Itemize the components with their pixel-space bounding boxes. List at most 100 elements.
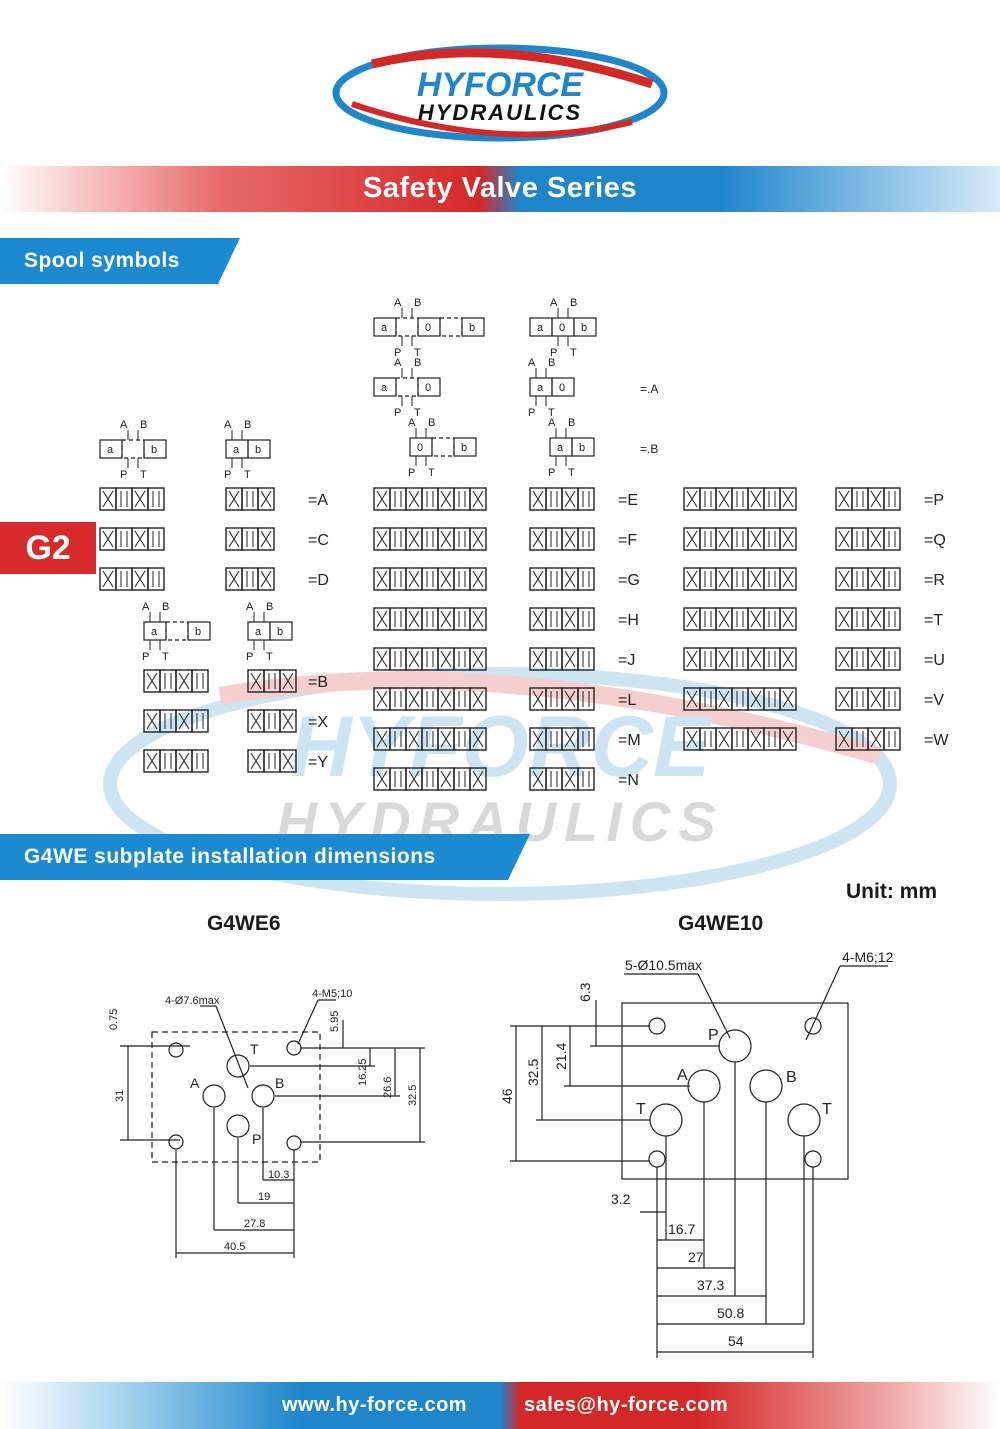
spool-row-lower-short-cell [279, 709, 297, 733]
port-label-a: A [246, 601, 254, 613]
spool-row-middle-cell [453, 647, 471, 671]
spool-row-right-flow [750, 570, 762, 588]
g4we10-dim-v1: 6.3 [577, 982, 593, 1002]
valve-envelope-label: a [381, 322, 388, 334]
g4we10-dim-h4: 37.3 [697, 1277, 724, 1293]
spool-row-right-flow [718, 730, 730, 748]
g4we10-drawing [510, 965, 888, 1358]
spool-code-c: =C [308, 532, 329, 549]
spool-row-middle-cell [453, 607, 471, 631]
spool-row-right-short-cell [883, 487, 901, 511]
spool-code-m: =M [618, 732, 641, 749]
spool-row-middle-flow [440, 530, 452, 548]
spool-row-middle-flow [440, 610, 452, 628]
port-label-a: A [394, 357, 402, 369]
spool-row-middle-flow [472, 530, 484, 548]
spool-row-lower-flow [178, 672, 190, 690]
spool-row-middle-flow [472, 570, 484, 588]
spool-row-left-short-cell [257, 487, 275, 511]
g4we6-port-b [251, 1084, 275, 1108]
website-link[interactable]: www.hy-force.com [282, 1394, 468, 1416]
valve-envelope [431, 437, 455, 457]
spool-row-right-short-flow [870, 530, 882, 548]
spool-row-middle-cell [421, 487, 439, 511]
spool-row-right-flow [782, 730, 794, 748]
spool-row-right-short-cell [883, 567, 901, 591]
spool-row-middle-short-cell [545, 687, 563, 711]
banner-title: Safety Valve Series [363, 172, 637, 204]
spool-row-right-cell [699, 527, 717, 551]
spool-row-lower-flow [178, 752, 190, 770]
port-label-p: P [528, 407, 535, 419]
spool-row-left-short-flow [260, 570, 272, 588]
spool-row-middle-short-cell [577, 487, 595, 511]
port-label-p: P [408, 467, 415, 479]
email-link[interactable]: sales@hy-force.com [524, 1394, 729, 1416]
port-label-p: P [394, 347, 401, 359]
spool-row-right-short-flow [870, 490, 882, 508]
spool-row-middle-short-flow [532, 650, 544, 668]
spool-row-right-flow [686, 490, 698, 508]
spool-row-middle-short-flow [532, 730, 544, 748]
spool-row-right-cell [763, 727, 781, 751]
spool-row-right-cell [779, 567, 797, 591]
g4we10-port-a [687, 1069, 721, 1103]
valve-envelope-label: b [277, 626, 283, 638]
spool-row-middle-flow [440, 650, 452, 668]
spool-row-right-short-cell [851, 487, 869, 511]
g4we10-callout-holes: 5-Ø10.5max [625, 957, 702, 973]
spool-row-middle-flow [472, 650, 484, 668]
spool-row-middle-flow [408, 490, 420, 508]
footer-bar: www.hy-force.com sales@hy-force.com [0, 1382, 1000, 1429]
g4we10-hole [648, 1017, 666, 1035]
valve-envelope-label: a [151, 626, 158, 638]
spool-row-right-flow [686, 530, 698, 548]
spool-row-middle-short-cell [545, 647, 563, 671]
spool-row-left-short-flow [228, 490, 240, 508]
g4we10-dim-v2: 21.4 [553, 1043, 569, 1070]
spool-code-q: =Q [924, 532, 946, 549]
g4we10-hole [804, 1017, 822, 1035]
spool-row-lower-cell [191, 669, 209, 693]
spool-row-middle-flow [472, 730, 484, 748]
g4we6-port-t [226, 1054, 250, 1078]
spool-row-lower-short-flow [282, 712, 294, 730]
spool-row-middle-flow [472, 610, 484, 628]
spool-row-middle-short-flow [564, 490, 576, 508]
spool-code-u: =U [924, 652, 945, 669]
port-label-a: A [408, 417, 416, 429]
spool-row-right-cell [731, 727, 749, 751]
spool-row-left-short-flow [228, 570, 240, 588]
spool-row-left-flow [134, 570, 146, 588]
spool-row-middle-flow [472, 770, 484, 788]
port-label-t: T [414, 347, 421, 359]
g4we10-port-t1 [649, 1103, 683, 1137]
spool-row-left-cell [147, 567, 165, 591]
spool-row-left-cell [115, 567, 133, 591]
valve-envelope [395, 317, 419, 337]
spool-row-middle-cell [421, 687, 439, 711]
valve-envelope-label: b [461, 442, 467, 454]
spool-row-middle-cell [421, 647, 439, 671]
g4we10-dim-h6: 54 [728, 1333, 744, 1349]
watermark-line1: HYFORCE [290, 699, 713, 795]
g4we6-port-b-label: B [275, 1075, 284, 1091]
spool-row-lower-flow [146, 672, 158, 690]
spool-row-middle-cell [389, 647, 407, 671]
g4we6-dim-v4: 26.6 [382, 1077, 394, 1098]
spool-row-lower-short-cell [279, 669, 297, 693]
g4we6-callout-thread: 4-M5;10 [312, 988, 352, 1000]
spool-row-middle-flow [376, 530, 388, 548]
g4we6-dim-v5: 32.5 [407, 1085, 419, 1106]
spool-row-middle-flow [408, 610, 420, 628]
g4we10-dim-h3: 27 [688, 1249, 704, 1265]
port-label-t: T [568, 467, 575, 479]
spool-row-middle-short-cell [577, 727, 595, 751]
spool-row-left-short-flow [260, 490, 272, 508]
port-label-t: T [140, 469, 147, 481]
valve-envelope-label: a [381, 382, 388, 394]
valve-envelope [551, 377, 575, 397]
g4we6-port-p-label: P [252, 1131, 261, 1147]
spool-row-middle-short-cell [545, 727, 563, 751]
